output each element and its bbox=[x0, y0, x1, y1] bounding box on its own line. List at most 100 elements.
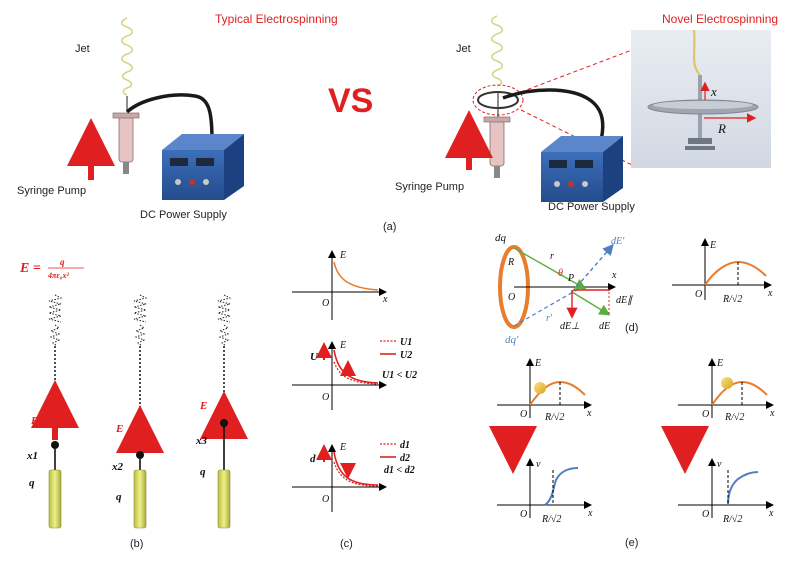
svg-text:O: O bbox=[322, 392, 329, 403]
svg-text:O: O bbox=[322, 494, 329, 505]
svg-text:P: P bbox=[567, 273, 574, 284]
svg-text:O: O bbox=[322, 298, 329, 309]
svg-text:x: x bbox=[586, 408, 592, 419]
svg-text:R/√2: R/√2 bbox=[722, 294, 742, 305]
svg-text:dE: dE bbox=[599, 321, 610, 332]
jet-spiral-2 bbox=[490, 15, 504, 87]
syringe bbox=[118, 115, 134, 163]
svg-text:x: x bbox=[611, 270, 617, 281]
svg-text:v: v bbox=[717, 459, 722, 470]
panel-a: Typical Electrospinning Novel Electrospi… bbox=[17, 12, 778, 233]
svg-text:q: q bbox=[60, 257, 65, 267]
dc-label: DC Power Supply bbox=[140, 209, 227, 221]
pos-label-2: x2 bbox=[111, 461, 124, 473]
legend-U2: U2 bbox=[400, 350, 412, 361]
svg-text:O: O bbox=[702, 509, 709, 520]
graph-e-right-top: E x O R/√2 bbox=[678, 358, 775, 423]
relation-U: U1 < U2 bbox=[382, 370, 417, 381]
coulomb-formula: E = q 4πε₀x² bbox=[19, 257, 84, 280]
svg-text:R: R bbox=[507, 257, 514, 268]
legend-d1: d1 bbox=[400, 440, 410, 451]
svg-text:v: v bbox=[536, 459, 541, 470]
svg-text:E: E bbox=[339, 442, 346, 453]
pos-label-3: x3 bbox=[195, 435, 208, 447]
graph-c2: E O U U1 U2 U1 < U2 bbox=[292, 337, 417, 410]
title-novel: Novel Electrospinning bbox=[662, 12, 778, 26]
svg-text:x: x bbox=[382, 294, 388, 305]
charge-label-1: q bbox=[29, 477, 35, 489]
legend-U1: U1 bbox=[400, 337, 412, 348]
svg-text:dq: dq bbox=[495, 232, 507, 244]
graph-d: E x O R/√2 bbox=[672, 238, 773, 305]
caption-d: (d) bbox=[625, 322, 638, 334]
svg-text:O: O bbox=[520, 509, 527, 520]
graph-c1: E x O bbox=[292, 250, 388, 320]
legend-d2: d2 bbox=[400, 453, 410, 464]
svg-text:dq′: dq′ bbox=[505, 334, 519, 346]
needle-1: E x1 q bbox=[26, 294, 79, 529]
svg-text:x: x bbox=[768, 508, 774, 519]
caption-e: (e) bbox=[625, 537, 638, 549]
svg-text:r: r bbox=[550, 251, 554, 262]
graph-e-left-bottom: v x O R/√2 bbox=[497, 458, 593, 525]
jet-spiral bbox=[120, 17, 134, 96]
svg-text:O: O bbox=[702, 409, 709, 420]
svg-text:R/√2: R/√2 bbox=[724, 412, 744, 423]
svg-text:O: O bbox=[695, 289, 702, 300]
dc-label-2: DC Power Supply bbox=[548, 201, 635, 213]
svg-text:x: x bbox=[769, 408, 775, 419]
svg-text:dE⊥: dE⊥ bbox=[560, 321, 580, 332]
svg-text:x: x bbox=[767, 288, 773, 299]
panel-d: dq dq′ R O r r′ θ P x dE′ dE∥ dE⊥ dE E x… bbox=[495, 232, 773, 346]
charge-label-2: q bbox=[116, 491, 122, 503]
particle-ball-2 bbox=[721, 377, 733, 389]
particle-ball bbox=[534, 382, 546, 394]
svg-text:R/√2: R/√2 bbox=[541, 514, 561, 525]
svg-text:E =: E = bbox=[19, 261, 41, 276]
d-var: d bbox=[310, 453, 316, 465]
charge-label-3: q bbox=[200, 466, 206, 478]
syringe-pump-label-2: Syringe Pump bbox=[395, 181, 464, 193]
svg-text:4πε₀x²: 4πε₀x² bbox=[47, 271, 69, 280]
dc-power-supply-2 bbox=[541, 136, 623, 202]
field-label-2: E bbox=[115, 423, 123, 435]
svg-text:θ: θ bbox=[558, 268, 563, 279]
caption-a: (a) bbox=[383, 221, 396, 233]
field-label-1: E bbox=[30, 415, 38, 427]
svg-text:O: O bbox=[520, 409, 527, 420]
svg-text:E: E bbox=[709, 240, 716, 251]
svg-text:E: E bbox=[716, 358, 723, 369]
jet-label: Jet bbox=[75, 43, 90, 55]
needle-3: E x3 q bbox=[195, 294, 248, 529]
pos-label-1: x1 bbox=[26, 450, 38, 462]
inset-zoom: x R bbox=[631, 29, 771, 168]
svg-text:O: O bbox=[508, 292, 515, 303]
vs-label: VS bbox=[328, 82, 373, 120]
svg-text:r′: r′ bbox=[546, 313, 553, 324]
svg-text:dE∥: dE∥ bbox=[616, 295, 633, 306]
graph-e-right-bottom: v x O R/√2 bbox=[678, 458, 774, 525]
svg-text:E: E bbox=[339, 250, 346, 261]
panel-c: E x O E O U U1 U2 U1 < U2 E bbox=[292, 250, 417, 550]
panel-b: E = q 4πε₀x² E x1 q E x2 q bbox=[19, 257, 248, 550]
svg-text:E: E bbox=[339, 340, 346, 351]
syringe-pump-label: Syringe Pump bbox=[17, 185, 86, 197]
svg-text:dE′: dE′ bbox=[611, 236, 625, 247]
caption-c: (c) bbox=[340, 538, 353, 550]
title-typical: Typical Electrospinning bbox=[215, 12, 338, 26]
svg-text:R/√2: R/√2 bbox=[722, 514, 742, 525]
jet-label-2: Jet bbox=[456, 43, 471, 55]
dc-power-supply bbox=[162, 134, 244, 200]
svg-text:E: E bbox=[534, 358, 541, 369]
novel-setup: Jet Syringe Pump DC Power Supply bbox=[395, 15, 771, 213]
ring-diagram: dq dq′ R O r r′ θ P x dE′ dE∥ dE⊥ dE bbox=[495, 232, 633, 346]
svg-text:R/√2: R/√2 bbox=[544, 412, 564, 423]
graph-c3: E O d d1 d2 d1 < d2 bbox=[292, 440, 415, 512]
typical-setup: Jet Syringe Pump DC Power Supply bbox=[17, 17, 244, 221]
U-var: U bbox=[310, 351, 319, 363]
panel-e: E x O R/√2 v x O R/√2 E x O R/√2 bbox=[489, 358, 775, 549]
inset-R-label: R bbox=[717, 121, 726, 136]
cable bbox=[125, 93, 214, 141]
needle-2: E x2 q bbox=[111, 294, 164, 529]
